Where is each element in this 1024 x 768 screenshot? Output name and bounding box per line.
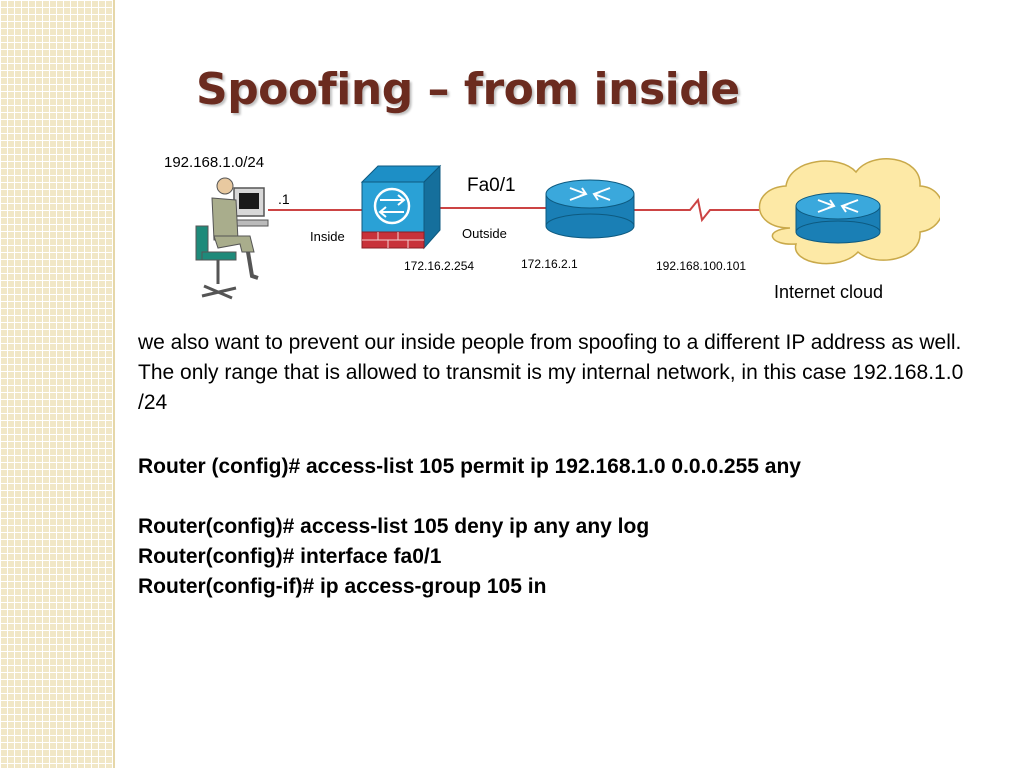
firewall-ip-label: 172.16.2.254 (404, 259, 474, 273)
internet-cloud-icon (758, 158, 940, 265)
router-ip-label: 172.16.2.1 (521, 257, 578, 271)
side-band-edge (113, 0, 115, 768)
serial-link-router-cloud (634, 197, 778, 223)
outside-label: Outside (462, 226, 507, 241)
command-line-permit: Router (config)# access-list 105 permit … (138, 455, 801, 478)
cloud-label: Internet cloud (774, 282, 883, 302)
subnet-label: 192.168.1.0/24 (164, 154, 264, 171)
router-icon (545, 179, 635, 239)
remote-ip-label: 192.168.100.101 (656, 259, 746, 273)
firewall-icon (360, 164, 442, 250)
interface-label: Fa0/1 (467, 175, 516, 196)
network-diagram: 192.168.1.0/24 .1 Inside Outside Fa0/1 1… (164, 154, 940, 302)
page-title: Spoofing – from inside (196, 64, 740, 115)
host-suffix-label: .1 (278, 191, 290, 207)
decorative-side-band (0, 0, 113, 768)
command-line-access-group: Router(config-if)# ip access-group 105 i… (138, 575, 547, 598)
command-line-deny: Router(config)# access-list 105 deny ip … (138, 515, 650, 538)
inside-label: Inside (310, 229, 345, 244)
description-paragraph: we also want to prevent our inside peopl… (138, 331, 964, 414)
person-at-computer-icon (195, 177, 269, 300)
command-line-interface: Router(config)# interface fa0/1 (138, 545, 442, 568)
